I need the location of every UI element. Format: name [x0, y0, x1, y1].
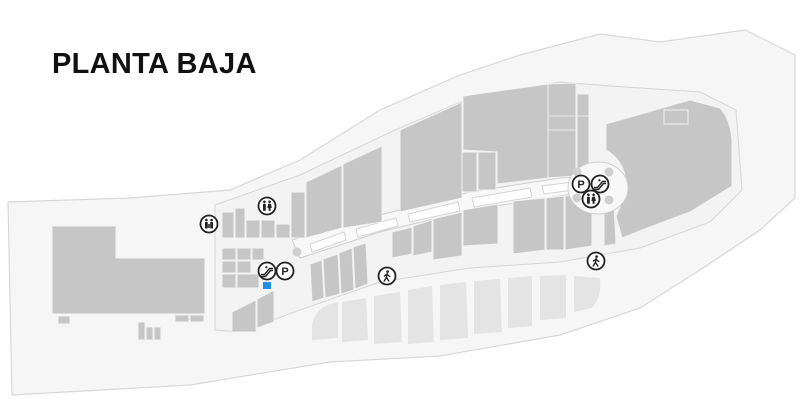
service-box[interactable]	[174, 314, 190, 323]
family-restroom-icon[interactable]	[199, 214, 219, 234]
anchor-store-east[interactable]	[605, 99, 733, 239]
corridor-node	[604, 167, 614, 177]
corridor-node	[572, 167, 582, 177]
stores-west-south[interactable]	[221, 242, 369, 333]
service-box[interactable]	[145, 326, 154, 341]
corridor-node	[604, 195, 614, 205]
stores-west-north[interactable]	[221, 145, 383, 239]
parking-label: P	[577, 179, 584, 191]
anchor-store-east-annex[interactable]	[663, 109, 689, 125]
corridor-node	[292, 247, 302, 257]
parking-lots	[312, 275, 601, 344]
pedestrian-exit-icon[interactable]	[586, 251, 606, 271]
you-are-here-marker[interactable]	[263, 282, 271, 289]
floor-title: PLANTA BAJA	[52, 48, 257, 80]
restroom-icon[interactable]	[581, 189, 601, 209]
pedestrian-exit-icon[interactable]	[377, 266, 397, 286]
corridor-skylights	[309, 181, 575, 253]
service-box[interactable]	[137, 321, 146, 341]
escalator-icon[interactable]	[257, 261, 277, 281]
escalator-icon[interactable]	[590, 174, 610, 194]
parking-label: P	[281, 266, 288, 278]
stores-central-south[interactable]	[391, 193, 593, 261]
service-box[interactable]	[153, 326, 162, 341]
service-box[interactable]	[57, 315, 71, 325]
corridor-node	[572, 193, 582, 203]
restroom-icon[interactable]	[257, 196, 277, 216]
anchor-store-west[interactable]	[51, 225, 206, 315]
parking-icon[interactable]: P	[571, 174, 591, 194]
service-box[interactable]	[189, 314, 205, 323]
parking-icon[interactable]: P	[275, 261, 295, 281]
